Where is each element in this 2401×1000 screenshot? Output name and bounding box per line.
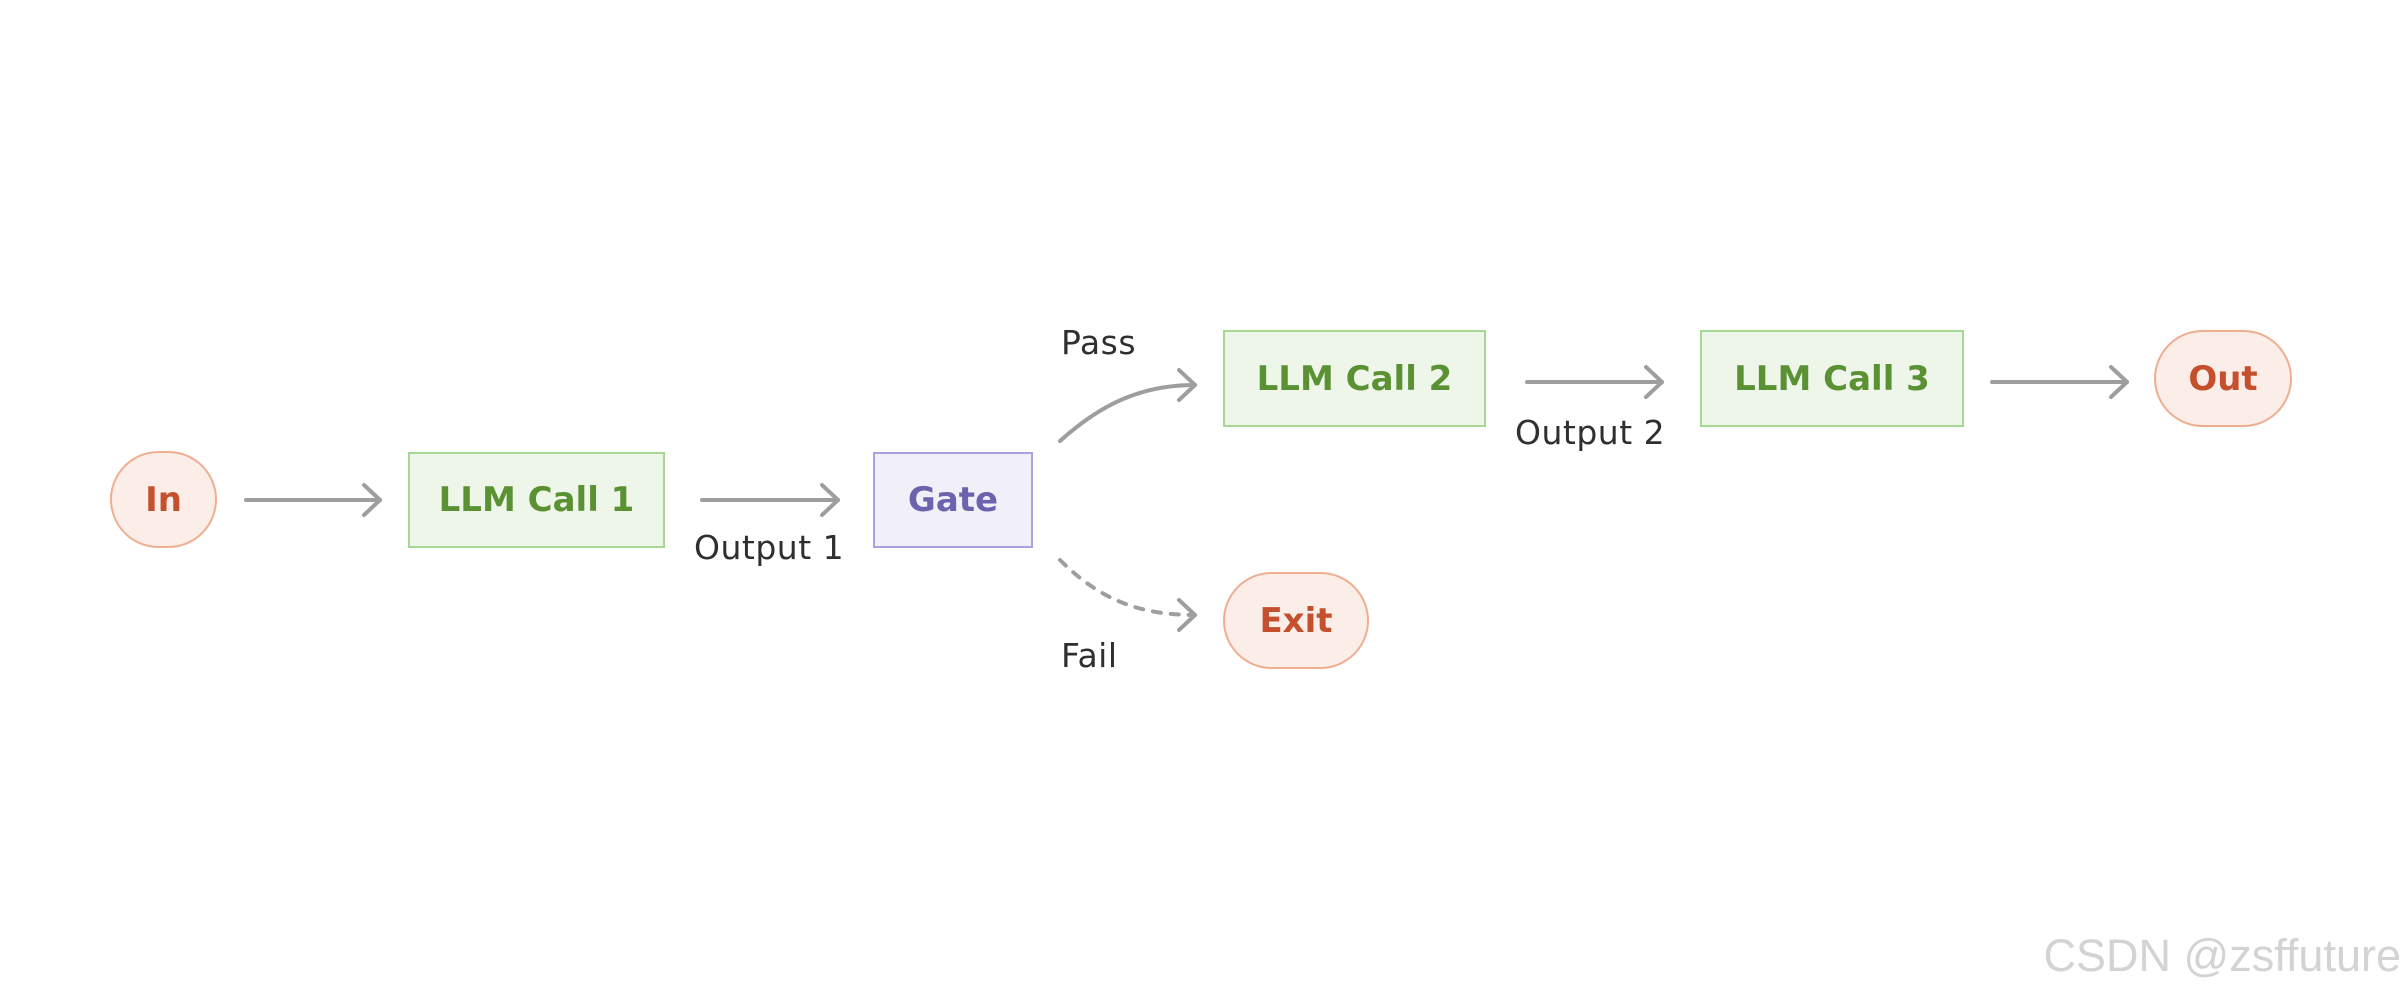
arrow-llm-call-3-to-out — [1990, 365, 2129, 399]
edge-label-fail: Fail — [1061, 636, 1118, 675]
arrow-gate-pass-to-llm-call-2 — [1058, 368, 1197, 443]
arrow-llm-call-1-to-gate — [700, 483, 840, 517]
llm-call-3-node: LLM Call 3 — [1700, 330, 1964, 427]
input-node: In — [110, 451, 217, 548]
input-node-label: In — [145, 479, 182, 520]
gate-node: Gate — [873, 452, 1033, 548]
llm-call-2-label: LLM Call 2 — [1256, 358, 1453, 399]
edge-label-output-1: Output 1 — [694, 528, 845, 567]
watermark: CSDN @zsffuture — [2043, 930, 2401, 981]
edge-label-output-2: Output 2 — [1515, 413, 1666, 452]
llm-call-3-label: LLM Call 3 — [1734, 358, 1930, 399]
exit-node-label: Exit — [1259, 600, 1333, 641]
exit-node: Exit — [1223, 572, 1369, 669]
llm-call-2-node: LLM Call 2 — [1223, 330, 1486, 427]
arrow-in-to-llm-call-1 — [244, 483, 382, 517]
arrow-gate-fail-to-exit — [1058, 558, 1197, 632]
llm-call-1-label: LLM Call 1 — [438, 480, 635, 520]
output-node: Out — [2154, 330, 2292, 427]
output-node-label: Out — [2188, 358, 2258, 399]
llm-call-1-node: LLM Call 1 — [408, 452, 665, 548]
edge-label-pass: Pass — [1061, 323, 1137, 362]
gate-label: Gate — [907, 480, 999, 520]
arrow-llm-call-2-to-llm-call-3 — [1525, 365, 1664, 399]
